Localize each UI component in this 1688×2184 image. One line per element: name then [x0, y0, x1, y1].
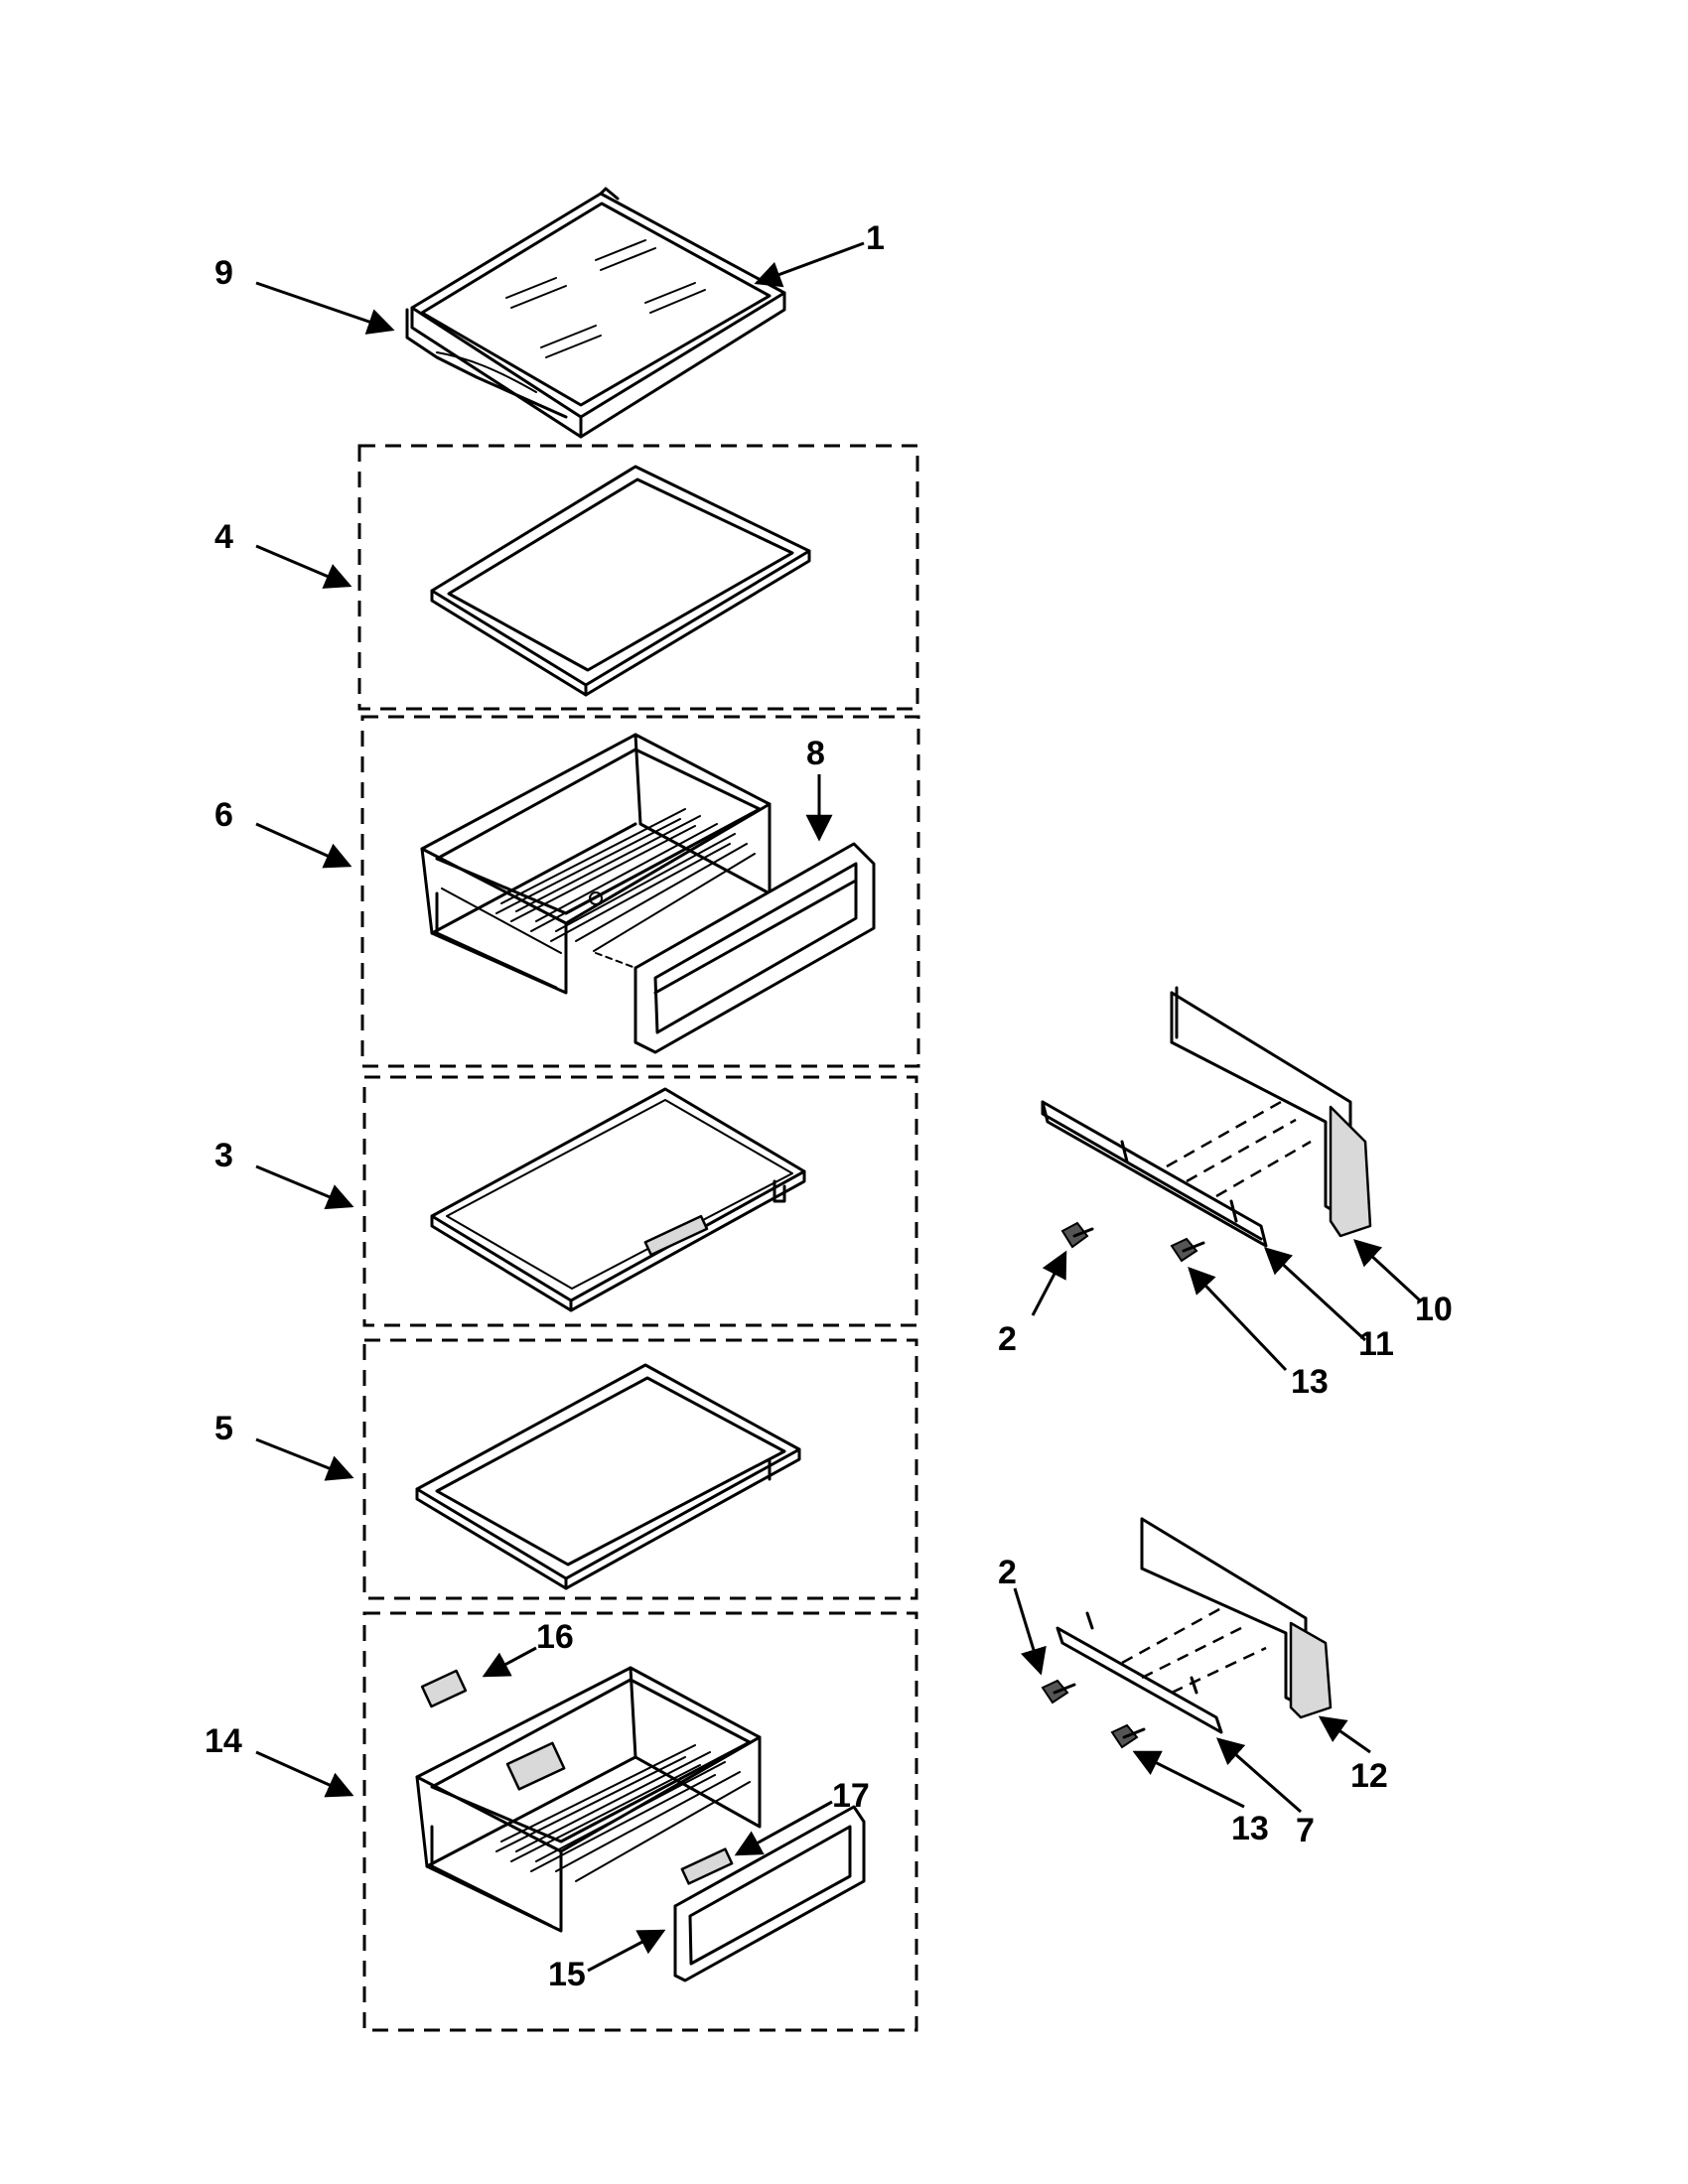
- label-part-6: 6: [214, 796, 233, 834]
- label-part-14: 14: [205, 1722, 242, 1760]
- label-part-7: 7: [1296, 1812, 1315, 1849]
- glass-shelf-4: [430, 465, 811, 697]
- label-part-8: 8: [806, 735, 825, 772]
- glass-shelf-3: [430, 1087, 806, 1312]
- leader-arrows: [255, 241, 1422, 1973]
- label-part-2-lower: 2: [998, 1554, 1017, 1591]
- label-part-12: 12: [1350, 1757, 1388, 1795]
- rail-assembly-upper: [1041, 986, 1372, 1263]
- label-part-17: 17: [832, 1777, 870, 1815]
- kit-box-5: [362, 1338, 918, 1600]
- crisper-drawer-6: [420, 733, 772, 995]
- drawer-front-15: [673, 1805, 866, 1982]
- label-part-9: 9: [214, 254, 233, 292]
- label-part-13-lower: 13: [1231, 1810, 1269, 1847]
- label-part-15: 15: [548, 1956, 586, 1993]
- label-part-5: 5: [214, 1410, 233, 1447]
- label-part-3: 3: [214, 1137, 233, 1174]
- meat-drawer-14: [415, 1666, 762, 1933]
- kit-box-3: [362, 1075, 918, 1327]
- glass-shelf-5: [415, 1363, 801, 1590]
- part-labels: 1 9 4 6 8 3 5 14 16 17 15 2 13 11 10 2 1…: [205, 219, 1453, 1993]
- kit-box-14: [362, 1611, 918, 2032]
- drawer-front-8: [595, 842, 876, 1054]
- label-part-16: 16: [536, 1618, 574, 1656]
- label-part-13-upper: 13: [1291, 1363, 1329, 1401]
- top-shelf-assembly: [405, 187, 786, 439]
- label-part-2-upper: 2: [998, 1320, 1017, 1358]
- label-part-11: 11: [1358, 1325, 1394, 1363]
- vent-17: [680, 1847, 734, 1885]
- kit-box-6: [360, 715, 920, 1068]
- label-part-1: 1: [866, 219, 885, 257]
- kit-box-4: [357, 444, 919, 711]
- label-part-10: 10: [1415, 1291, 1453, 1328]
- vent-16: [420, 1669, 468, 1708]
- label-part-4: 4: [214, 518, 233, 556]
- rail-assembly-lower: [1041, 1517, 1333, 1749]
